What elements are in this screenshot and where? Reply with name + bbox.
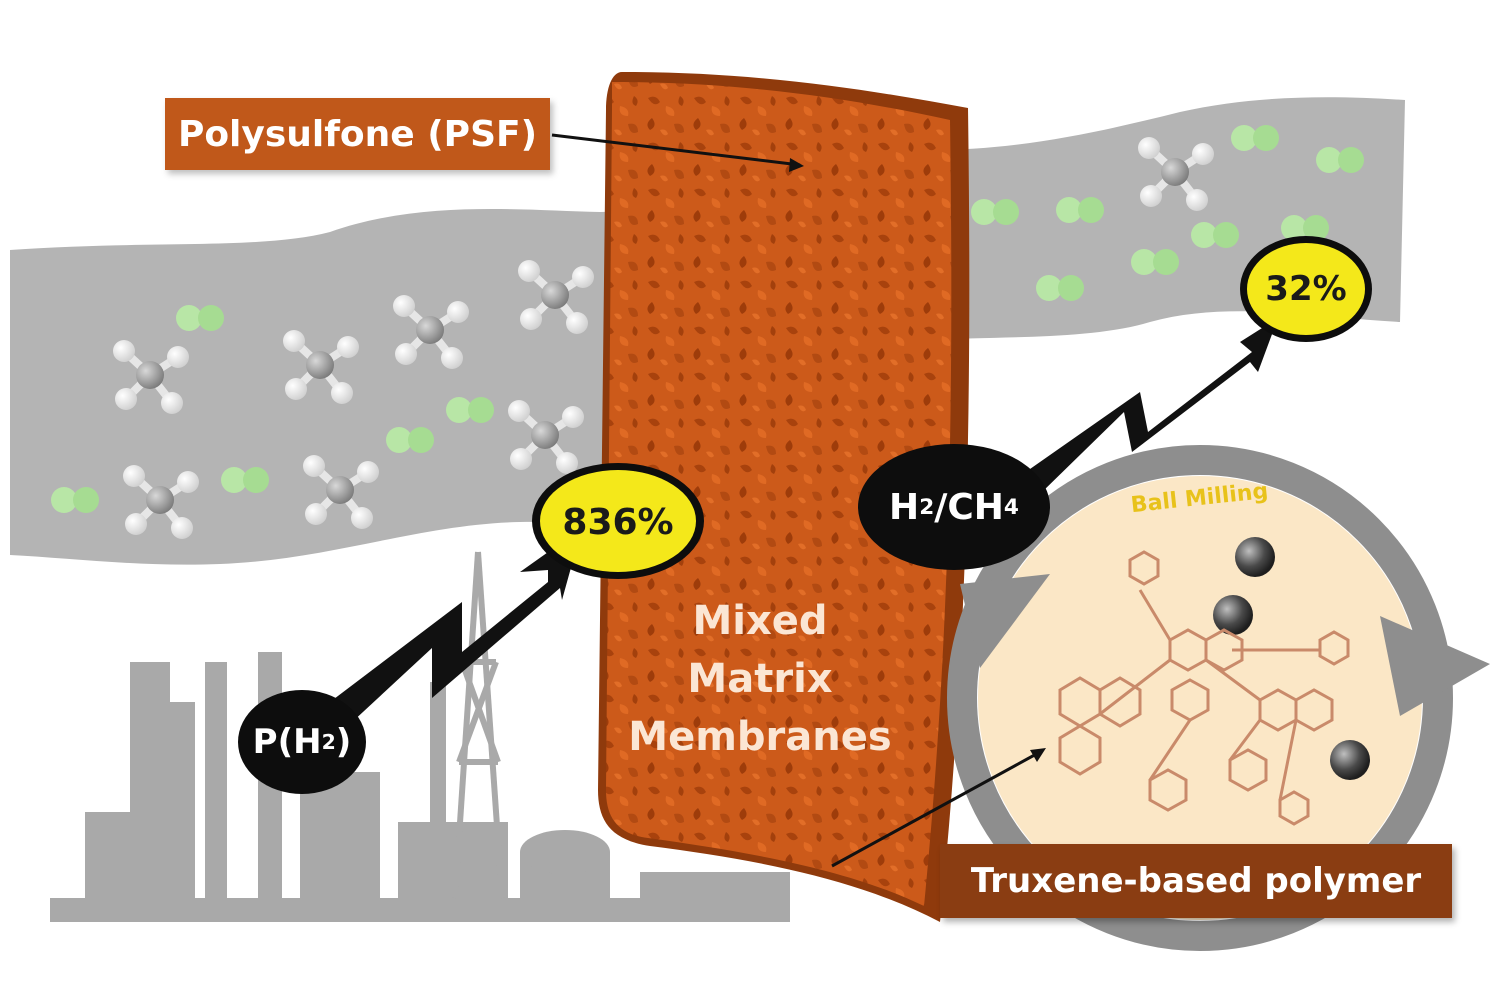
permeability-label-sub: 2: [321, 730, 336, 754]
selectivity-label-h: H: [889, 486, 920, 528]
selectivity-badge-fill: [1247, 243, 1365, 335]
selectivity-label-sub1: 2: [919, 494, 935, 520]
mixed-matrix-membrane: [598, 72, 970, 922]
refinery-silhouette-icon: [50, 652, 790, 922]
permeability-label-base: P(H: [252, 722, 322, 762]
permeability-badge-fill: [540, 470, 696, 572]
psf-label: Polysulfone (PSF): [165, 98, 550, 170]
permeability-increase-value: 836%: [562, 501, 674, 543]
psf-pointer-head: [789, 158, 804, 172]
selectivity-label-mid: /CH: [934, 486, 1004, 528]
permeability-arrow-icon: [330, 528, 582, 724]
truxene-polymer-structure-icon: [1058, 550, 1350, 826]
truxene-pointer: [831, 750, 1041, 868]
psf-pointer: [551, 133, 801, 167]
membrane-label-line-3: Membranes: [628, 714, 892, 760]
ball-mill-icon: [947, 445, 1490, 951]
selectivity-label-badge: [858, 444, 1050, 570]
selectivity-increase-value: 32%: [1265, 269, 1347, 309]
permeability-label-badge: [238, 690, 366, 794]
selectivity-arrow-icon: [1020, 318, 1278, 494]
membrane-label-line-2: Matrix: [687, 656, 833, 702]
psf-label-text: Polysulfone (PSF): [177, 113, 538, 155]
truxene-label-text: Truxene-based polymer: [970, 861, 1422, 901]
permeability-label-close: ): [335, 722, 352, 762]
truxene-pointer-head: [1030, 748, 1046, 762]
membrane-label-line-1: Mixed: [692, 598, 828, 644]
truxene-label: Truxene-based polymer: [940, 844, 1452, 918]
selectivity-label-sub2: 4: [1003, 494, 1019, 520]
derrick-icon: [452, 551, 505, 899]
